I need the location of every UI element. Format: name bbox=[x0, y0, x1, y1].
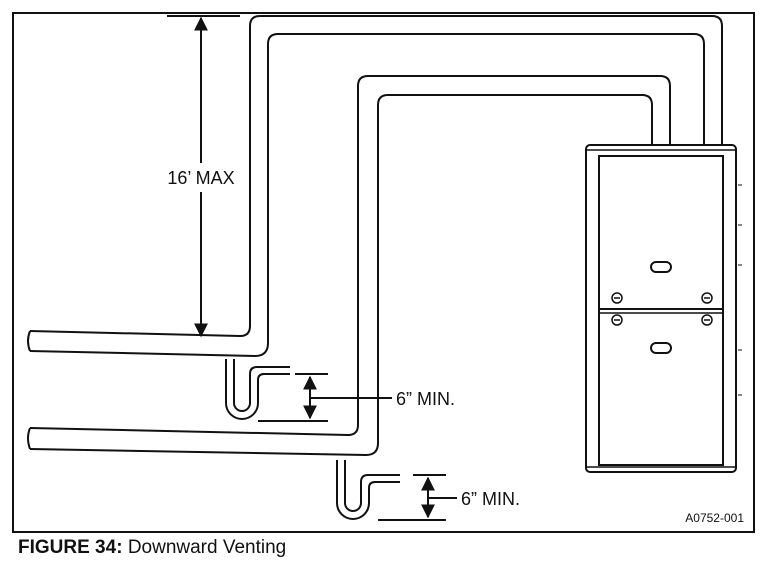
max-height-dimension bbox=[167, 15, 240, 338]
figure-title: Downward Venting bbox=[127, 537, 287, 558]
figure-frame bbox=[12, 12, 755, 533]
trap-lower-label: 6” MIN. bbox=[461, 489, 520, 509]
upper-trap-dimension bbox=[258, 373, 392, 422]
upper-vent-pipe bbox=[27, 15, 723, 358]
furnace bbox=[585, 144, 742, 473]
lower-condensate-trap bbox=[336, 460, 400, 520]
figure-code: A0752-001 bbox=[685, 511, 744, 525]
lower-vent-pipe bbox=[27, 75, 671, 457]
upper-condensate-trap bbox=[225, 359, 290, 420]
trap-upper-label: 6” MIN. bbox=[396, 389, 455, 409]
dimension-max-label: 16’ MAX bbox=[167, 168, 234, 188]
figure-caption: FIGURE 34: Downward Venting bbox=[18, 537, 286, 559]
lower-trap-dimension bbox=[378, 474, 457, 521]
figure-number: FIGURE 34: bbox=[18, 537, 123, 558]
